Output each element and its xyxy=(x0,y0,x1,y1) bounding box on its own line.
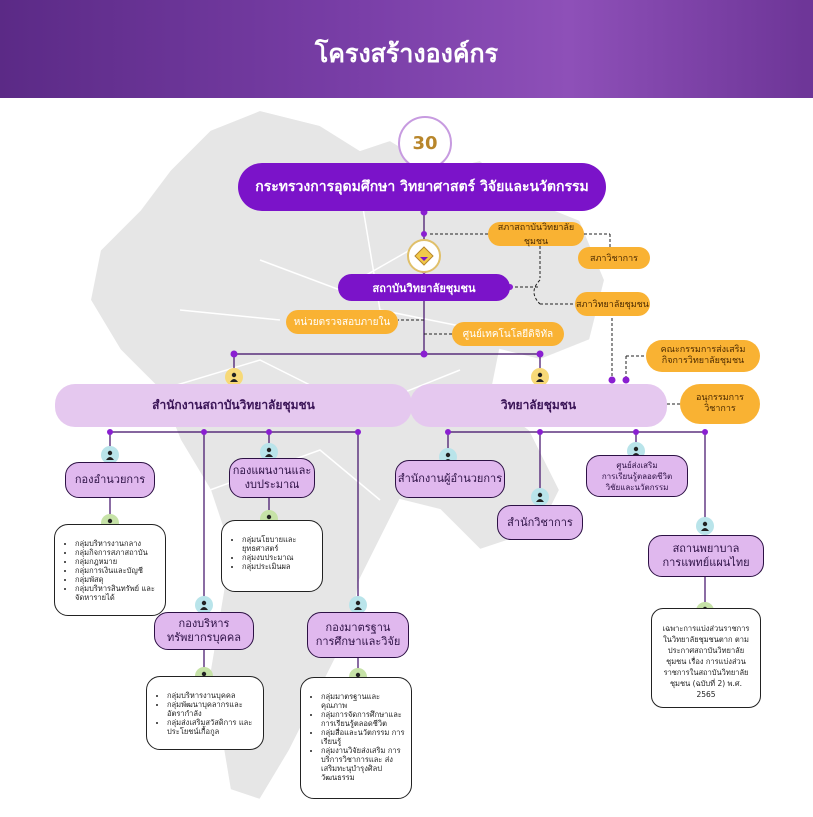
office-box[interactable]: สำนักงานสถาบันวิทยาลัยชุมชน xyxy=(55,384,412,427)
ministry-box[interactable]: กระทรวงการอุดมศึกษา วิทยาศาสตร์ วิจัยและ… xyxy=(238,163,606,211)
dept-planning-budget-label: กองแผนงานและ งบประมาณ xyxy=(232,464,312,491)
dept-academic-office-label: สำนักวิชาการ xyxy=(507,515,573,529)
dept-thai-medicine[interactable]: สถานพยาบาล การแพทย์แผนไทย xyxy=(648,535,764,577)
list-item: กลุ่มมาตรฐานและ คุณภาพ xyxy=(321,692,405,710)
person-icon xyxy=(101,446,119,464)
institute-box[interactable]: สถาบันวิทยาลัยชุมชน xyxy=(338,274,510,301)
dept-education-standards-label: กองมาตรฐาน การศึกษาและวิจัย xyxy=(315,621,401,648)
institute-emblem-icon xyxy=(407,239,441,273)
digital-center-box[interactable]: ศูนย์เทคโนโลยีดิจิทัล xyxy=(452,322,564,346)
person-icon xyxy=(260,443,278,461)
dept-general-admin[interactable]: กองอำนวยการ xyxy=(65,462,155,498)
list-item: กลุ่มสื่อและนวัตกรรม การเรียนรู้ xyxy=(321,728,405,746)
list-item: กลุ่มการเงินและบัญชี xyxy=(75,566,159,575)
institute-label: สถาบันวิทยาลัยชุมชน xyxy=(372,281,476,295)
person-icon xyxy=(195,596,213,614)
audit-unit-label: หน่วยตรวจสอบภายใน xyxy=(293,316,391,328)
list-item: กลุ่มนโยบายและ ยุทธศาสตร์ xyxy=(242,535,316,553)
header-banner: โครงสร้างองค์กร xyxy=(0,0,813,98)
planning-budget-groups: กลุ่มนโยบายและ ยุทธศาสตร์ กลุ่มงบประมาณ … xyxy=(221,520,323,592)
college-council-label: สภาวิทยาลัยชุมชน xyxy=(576,300,649,310)
list-item: กลุ่มประเมินผล xyxy=(242,562,316,571)
academic-subcommittee-box[interactable]: อนุกรรมการ วิชาการ xyxy=(680,384,760,424)
dept-planning-budget[interactable]: กองแผนงานและ งบประมาณ xyxy=(229,458,315,498)
dept-thai-medicine-label: สถานพยาบาล การแพทย์แผนไทย xyxy=(662,542,750,569)
dept-lifelong-learning-label: ศูนย์ส่งเสริม การเรียนรู้ตลอดชีวิต วิชัย… xyxy=(601,460,673,492)
institute-council-label: สภาสถาบันวิทยาลัยชุมชน xyxy=(497,223,575,247)
dept-director-office-label: สำนักงานผู้อำนวยการ xyxy=(397,472,503,485)
institute-council-box[interactable]: สภาสถาบันวิทยาลัยชุมชน xyxy=(488,222,584,247)
dept-lifelong-learning[interactable]: ศูนย์ส่งเสริม การเรียนรู้ตลอดชีวิต วิชัย… xyxy=(586,455,688,497)
dept-human-resources-label: กองบริหาร ทรัพยากรบุคคล xyxy=(166,617,242,644)
person-icon xyxy=(696,517,714,535)
dept-director-office[interactable]: สำนักงานผู้อำนวยการ xyxy=(395,460,505,498)
standards-groups: กลุ่มมาตรฐานและ คุณภาพ กลุ่มการจัดการศึก… xyxy=(300,677,412,799)
academic-subcommittee-label: อนุกรรมการ วิชาการ xyxy=(696,393,744,414)
person-icon xyxy=(531,368,549,386)
person-icon xyxy=(225,368,243,386)
anniversary-logo: 30 xyxy=(398,116,452,170)
promotion-committee-label: คณะกรรมการส่งเสริม กิจการวิทยาลัยชุมชน xyxy=(660,345,746,366)
dept-human-resources[interactable]: กองบริหาร ทรัพยากรบุคคล xyxy=(154,612,254,650)
college-label: วิทยาลัยชุมชน xyxy=(500,398,577,412)
list-item: กลุ่มบริหารสินทรัพย์ และจัดหารายได้ xyxy=(75,584,159,602)
list-item: กลุ่มงบประมาณ xyxy=(242,553,316,562)
list-item: กลุ่มการจัดการศึกษาและ การเรียนรู้ตลอดชี… xyxy=(321,710,405,728)
academic-council-box[interactable]: สภาวิชาการ xyxy=(578,247,650,269)
list-item: กลุ่มพัฒนาบุคลากรและ อัตรากำลัง xyxy=(167,700,257,718)
list-item: กลุ่มส่งเสริมสวัสดิการ และประโยชน์เกื้อก… xyxy=(167,718,257,736)
person-icon xyxy=(349,596,367,614)
thai-medicine-note: เฉพาะการแบ่งส่วนราชการ ในวิทยาลัยชุมชนตา… xyxy=(651,608,761,708)
dept-general-admin-label: กองอำนวยการ xyxy=(74,473,146,486)
list-item: กลุ่มพัสดุ xyxy=(75,575,159,584)
office-label: สำนักงานสถาบันวิทยาลัยชุมชน xyxy=(152,398,315,412)
audit-unit-box[interactable]: หน่วยตรวจสอบภายใน xyxy=(286,310,398,334)
college-box[interactable]: วิทยาลัยชุมชน xyxy=(410,384,667,427)
thai-medicine-note-text: เฉพาะการแบ่งส่วนราชการ ในวิทยาลัยชุมชนตา… xyxy=(662,624,750,699)
list-item: กลุ่มงานวิจัยส่งเสริม การบริการวิชาการแล… xyxy=(321,746,405,782)
person-icon xyxy=(531,488,549,506)
logo-text: 30 xyxy=(412,132,438,154)
list-item: กลุ่มบริหารงานกลาง xyxy=(75,539,159,548)
dept-education-standards[interactable]: กองมาตรฐาน การศึกษาและวิจัย xyxy=(307,612,409,658)
list-item: กลุ่มกฎหมาย xyxy=(75,557,159,566)
hr-groups: กลุ่มบริหารงานบุคคล กลุ่มพัฒนาบุคลากรและ… xyxy=(146,676,264,750)
general-admin-groups: กลุ่มบริหารงานกลาง กลุ่มกิจการสภาสถาบัน … xyxy=(54,524,166,616)
dept-academic-office[interactable]: สำนักวิชาการ xyxy=(497,505,583,540)
academic-council-label: สภาวิชาการ xyxy=(589,254,639,264)
promotion-committee-box[interactable]: คณะกรรมการส่งเสริม กิจการวิทยาลัยชุมชน xyxy=(646,340,760,372)
page-title: โครงสร้างองค์กร xyxy=(314,39,499,68)
list-item: กลุ่มกิจการสภาสถาบัน xyxy=(75,548,159,557)
list-item: กลุ่มบริหารงานบุคคล xyxy=(167,691,257,700)
ministry-label: กระทรวงการอุดมศึกษา วิทยาศาสตร์ วิจัยและ… xyxy=(255,179,589,195)
college-council-box[interactable]: สภาวิทยาลัยชุมชน xyxy=(575,292,650,316)
digital-center-label: ศูนย์เทคโนโลยีดิจิทัล xyxy=(462,328,554,340)
